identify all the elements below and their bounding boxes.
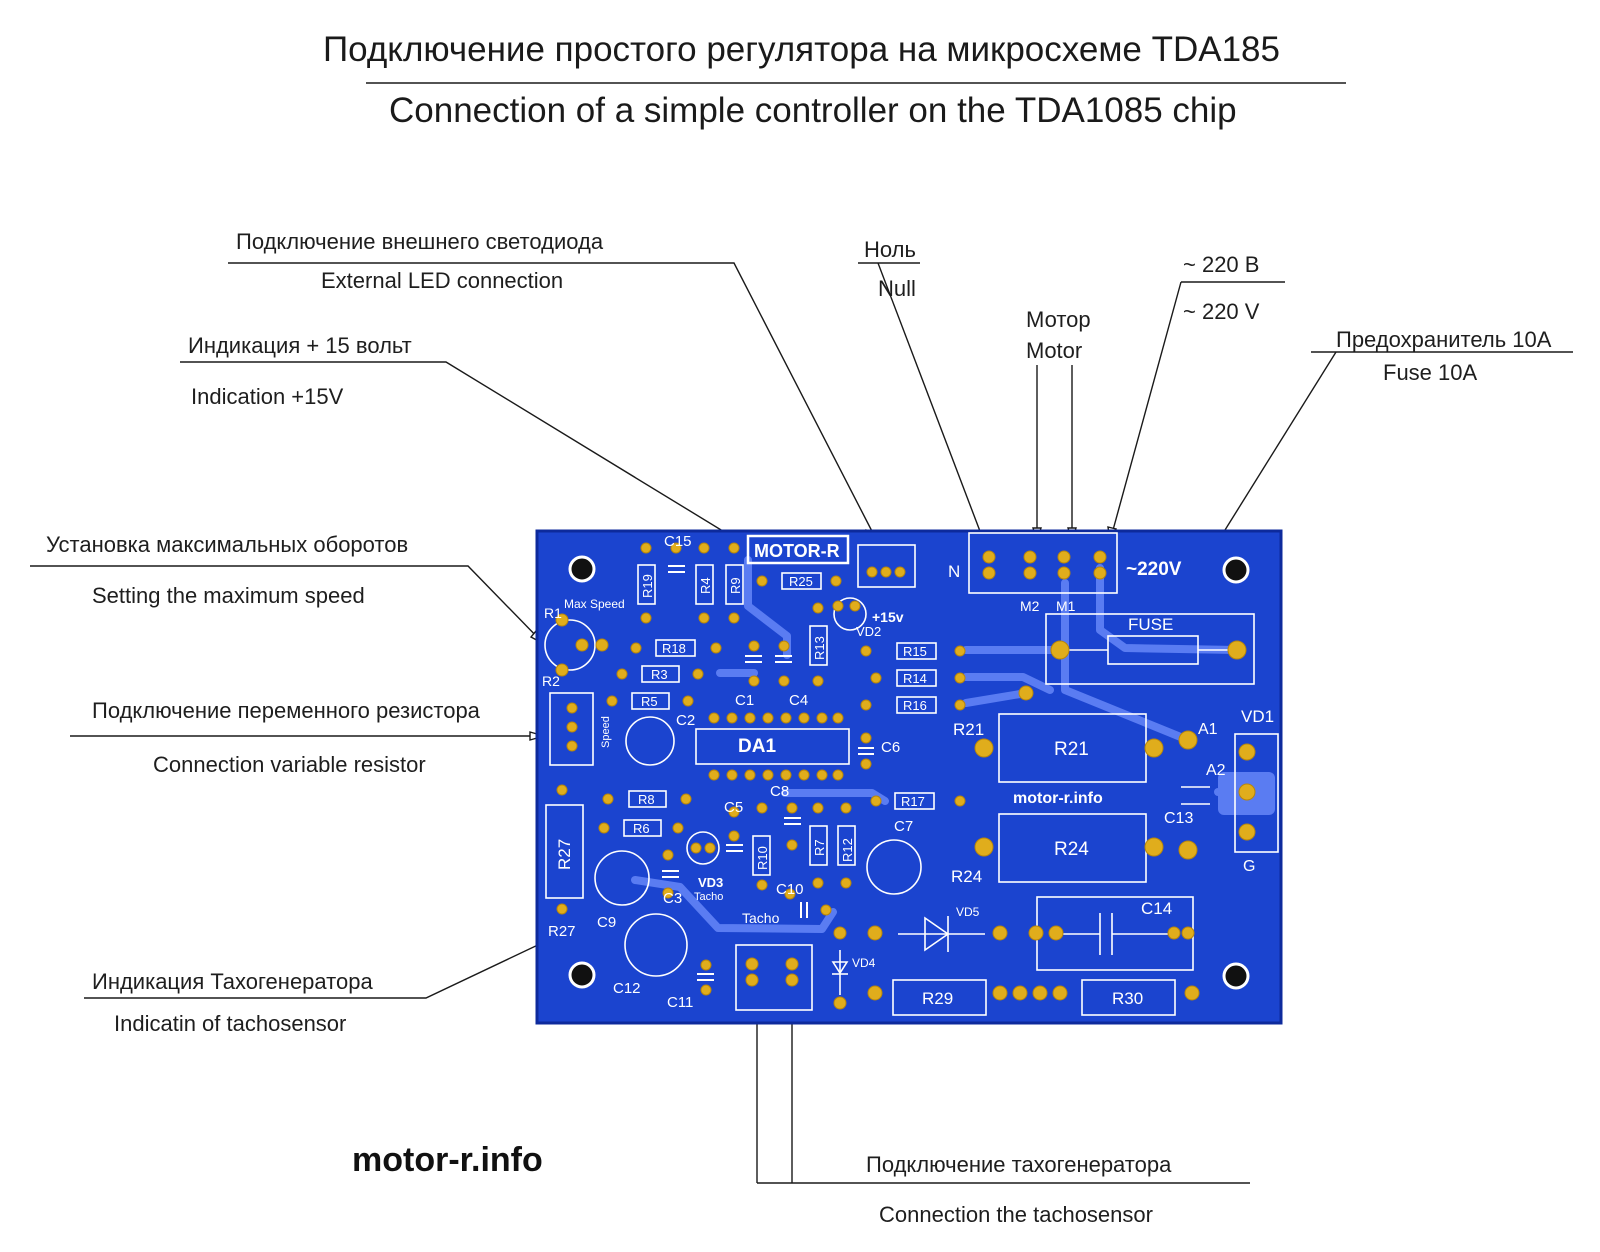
pcb-mains: ~220V (1126, 559, 1182, 580)
callout-motor-en: Motor (1026, 338, 1083, 363)
pcb-c4: C4 (789, 692, 808, 709)
pcb-r5: R5 (641, 694, 658, 709)
callout-tacho-conn-ru: Подключение тахогенератора (866, 1152, 1172, 1177)
pcb-fuse: FUSE (1128, 615, 1173, 634)
pcb-r30: R30 (1112, 989, 1143, 1008)
callout-tacho-conn-en: Connection the tachosensor (879, 1202, 1153, 1227)
pcb-c14: C14 (1141, 899, 1172, 918)
copper-traces (631, 556, 1266, 933)
pcb-brand: MOTOR-R (754, 541, 840, 561)
pcb-r7: R7 (812, 839, 827, 856)
pcb-plus15: +15v (872, 609, 904, 625)
pcb-vd2: VD2 (856, 624, 881, 639)
pcb-a1: A1 (1198, 721, 1218, 738)
pcb-r13: R13 (812, 636, 827, 660)
callout-ind15-en: Indication +15V (191, 384, 344, 409)
callout-fuse-en: Fuse 10A (1383, 360, 1478, 385)
website-label: motor-r.info (352, 1141, 543, 1179)
round-components (544, 597, 922, 977)
pcb-c3: C3 (663, 890, 682, 907)
callout-ext-led-ru: Подключение внешнего светодиода (236, 229, 604, 254)
pcb-vd5: VD5 (956, 905, 980, 919)
pcb-r27-body: R27 (555, 839, 574, 870)
pcb-r24-body: R24 (1054, 839, 1089, 860)
pcb-vd3: VD3 (698, 875, 723, 890)
pcb-speed: Speed (600, 716, 612, 748)
pcb-vd4: VD4 (852, 956, 876, 970)
callout-motor-ru: Мотор (1026, 307, 1091, 332)
pcb-r27-label: R27 (548, 923, 576, 940)
small-resistors-horizontal (623, 572, 937, 837)
callout-max-speed-ru: Установка максимальных оборотов (46, 532, 409, 557)
pcb-r15: R15 (903, 644, 927, 659)
pcb-r4: R4 (698, 577, 713, 594)
title-en: Connection of a simple controller on the… (389, 91, 1237, 130)
silkscreen-outlines (545, 532, 1279, 1016)
pcb-c5: C5 (724, 799, 743, 816)
pcb-c9: C9 (597, 914, 616, 931)
pads (555, 542, 1256, 1010)
callout-fuse-ru: Предохранитель 10А (1336, 327, 1552, 352)
pcb-r29: R29 (922, 989, 953, 1008)
ceramic-caps (662, 565, 874, 981)
callout-var-res-en: Connection variable resistor (153, 752, 426, 777)
callout-var-res-ru: Подключение переменного резистора (92, 698, 480, 723)
callout-mains-ru: ~ 220 В (1183, 252, 1260, 277)
callout-tacho-ind-en: Indicatin of tachosensor (114, 1011, 347, 1036)
pcb-r18: R18 (662, 641, 686, 656)
pcb-a2: A2 (1206, 762, 1226, 779)
pcb-r21-body: R21 (1054, 739, 1089, 760)
pcb-c15: C15 (664, 533, 692, 550)
pcb-r25: R25 (789, 574, 813, 589)
callout-ind15-ru: Индикация + 15 вольт (188, 333, 412, 358)
pcb-tacho-small: Tacho (694, 891, 723, 903)
pcb-r21-label: R21 (953, 720, 984, 739)
callout-mains-en: ~ 220 V (1183, 299, 1260, 324)
pcb-board (535, 529, 1283, 1025)
pcb-c1: C1 (735, 692, 754, 709)
pcb-r14: R14 (903, 671, 927, 686)
pcb-tacho: Tacho (742, 910, 780, 926)
pcb-r24-label: R24 (951, 867, 982, 886)
callout-ext-led-en: External LED connection (321, 268, 564, 293)
mounting-holes (568, 555, 1250, 990)
pcb-r8: R8 (638, 792, 655, 807)
pcb-c10: C10 (776, 881, 804, 898)
pcb-c7: C7 (894, 818, 913, 835)
pcb-m2: M2 (1020, 598, 1040, 614)
callout-null-ru: Ноль (864, 237, 916, 262)
callout-max-speed-en: Setting the maximum speed (92, 583, 365, 608)
pcb-r19: R19 (640, 574, 655, 598)
pcb-n: N (948, 562, 960, 581)
pcb-r1: R1 (544, 605, 562, 621)
pcb-r12: R12 (840, 838, 855, 862)
title-ru: Подключение простого регулятора на микро… (323, 30, 1280, 69)
pcb-r2: R2 (542, 673, 560, 689)
pcb-da1: DA1 (738, 736, 776, 757)
pcb-c13: C13 (1164, 810, 1193, 827)
pcb-c12: C12 (613, 980, 641, 997)
pcb-r10: R10 (755, 846, 770, 870)
pcb-site: motor-r.info (1013, 790, 1103, 807)
pcb-vd1: VD1 (1241, 707, 1274, 726)
pcb-r3: R3 (651, 667, 668, 682)
pcb-c6: C6 (881, 739, 900, 756)
pcb-c2: C2 (676, 712, 695, 729)
callout-tacho-ind-ru: Индикация Тахогенератора (92, 969, 373, 994)
pcb-r17: R17 (901, 794, 925, 809)
pcb-c11: C11 (667, 994, 693, 1011)
pcb-m1: M1 (1056, 598, 1076, 614)
pcb-r9: R9 (728, 577, 743, 594)
pcb-max-speed: Max Speed (564, 597, 625, 611)
pcb-c8: C8 (770, 783, 789, 800)
pcb-g: G (1243, 858, 1255, 875)
pcb-r16: R16 (903, 698, 927, 713)
small-resistors-vertical (637, 564, 856, 876)
pcb-r6: R6 (633, 821, 650, 836)
